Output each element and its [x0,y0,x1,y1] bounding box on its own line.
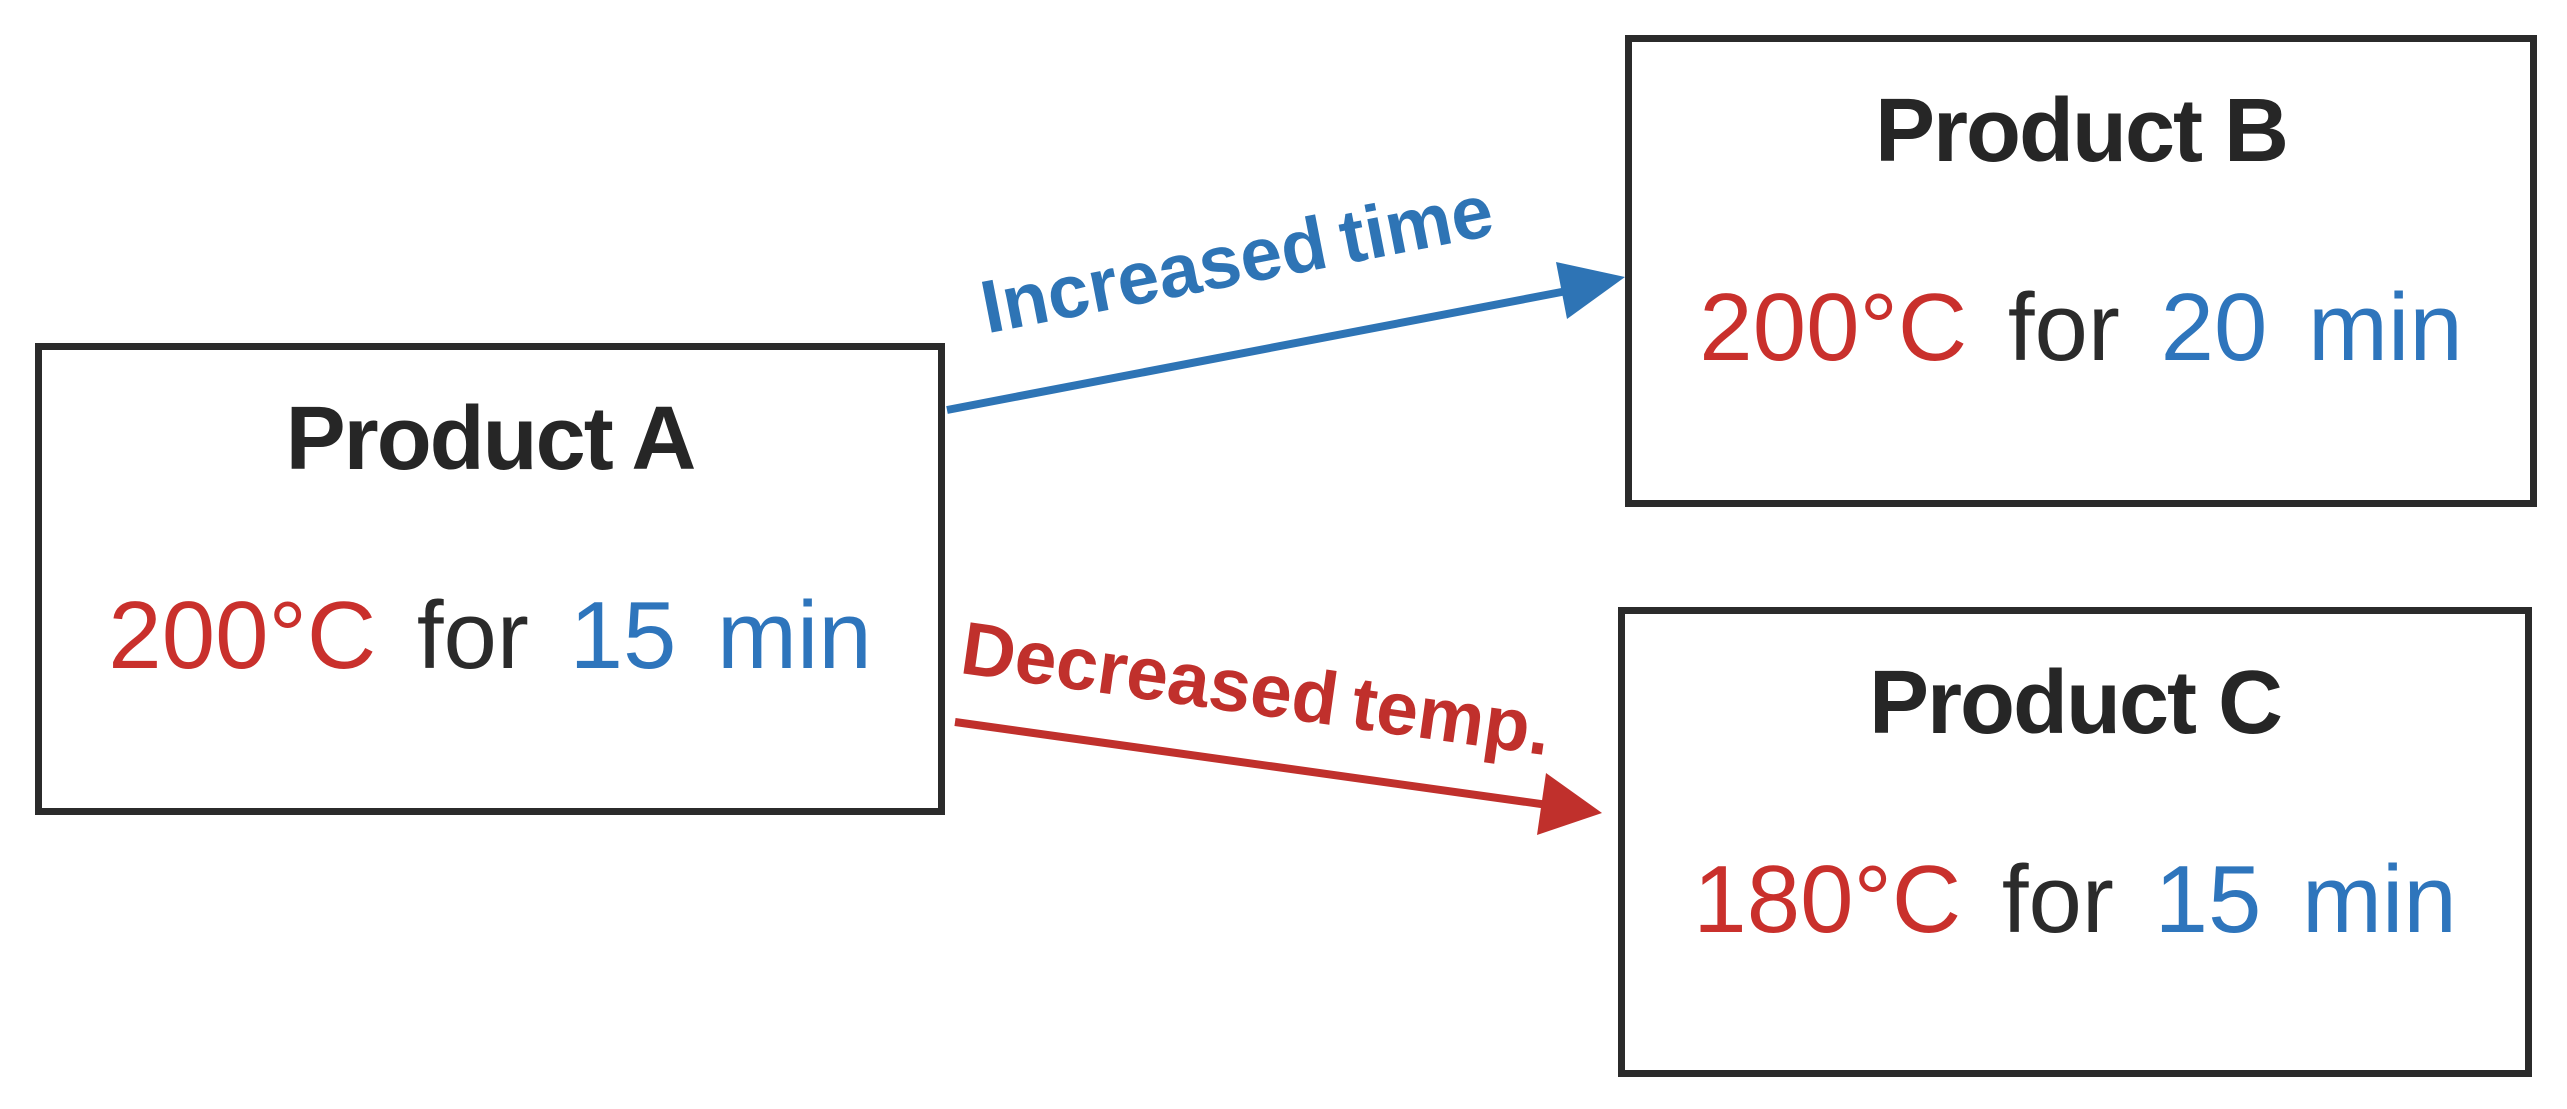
edge-label-decreased-temp: Decreased temp. [956,605,1557,772]
time-value: 15 min [2154,846,2457,953]
node-title: Product B [1874,81,2289,181]
edge-label-increased-time: Increased time [973,167,1500,350]
temperature-value: 200°C [1699,274,1968,381]
spec-connector: for [416,582,529,689]
node-title: Product C [1868,653,2283,753]
temperature-value: 200°C [108,582,377,689]
node-product-c: Product C 180°C for 15 min [1618,607,2532,1077]
decreased-temp-arrowhead-icon [1537,773,1602,835]
node-title: Product A [285,389,697,489]
increased-time-arrowhead-icon [1556,262,1625,319]
temperature-value: 180°C [1693,846,1962,953]
node-spec: 200°C for 15 min [108,588,871,684]
spec-connector: for [2001,846,2114,953]
node-product-a: Product A 200°C for 15 min [35,343,945,815]
time-value: 20 min [2160,274,2463,381]
node-spec: 180°C for 15 min [1693,852,2456,948]
node-product-b: Product B 200°C for 20 min [1625,35,2537,507]
spec-connector: for [2007,274,2120,381]
time-value: 15 min [569,582,872,689]
node-spec: 200°C for 20 min [1699,280,2462,376]
